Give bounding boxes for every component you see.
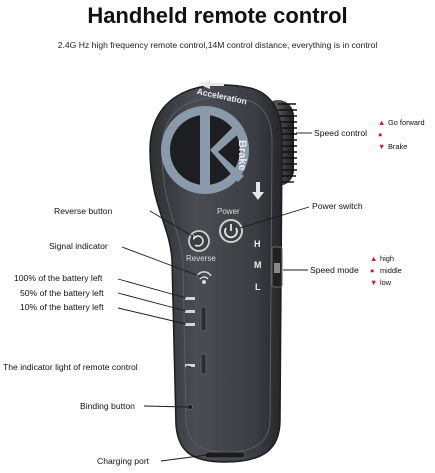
battery-light-50	[185, 310, 195, 313]
battery-light-10	[185, 323, 195, 326]
callout-charging-port: Charging port	[97, 456, 150, 466]
dot-icon: ●	[370, 266, 375, 275]
callout-speed-mode: Speed mode	[310, 265, 359, 275]
callout-lines	[117, 132, 312, 462]
up-arrow-icon: ▲	[370, 254, 378, 263]
speed-mode-legend: ▲high ● middle ▼low	[370, 253, 402, 289]
brake-label: Brake	[236, 140, 248, 171]
callout-battery-50: 50% of the battery left	[20, 288, 104, 298]
brand-logo	[161, 106, 249, 194]
charging-port	[204, 451, 246, 459]
callout-speed-control: Speed control	[314, 128, 368, 138]
mode-h-label: H	[254, 239, 261, 249]
down-arrow-icon: ▼	[370, 278, 378, 287]
callout-binding-button: Binding button	[80, 401, 135, 411]
legend-middle: middle	[380, 266, 402, 275]
battery-light-100	[185, 297, 195, 300]
signal-indicator-icon	[196, 271, 212, 285]
callout-battery-100: 100% of the battery left	[14, 273, 103, 283]
battery-light-slot	[200, 306, 207, 332]
legend-low: low	[380, 278, 392, 287]
legend-high: high	[380, 254, 394, 263]
up-arrow-icon: ▲	[378, 118, 386, 127]
callout-indicator-light: The indicator light of remote control	[3, 362, 138, 372]
page-title: Handheld remote control	[87, 3, 348, 28]
status-indicator-light	[185, 364, 195, 367]
mode-m-label: M	[254, 260, 262, 270]
legend-brake: Brake	[388, 142, 408, 151]
mode-l-label: L	[255, 282, 261, 292]
power-label: Power	[217, 207, 240, 216]
callout-reverse-button: Reverse button	[54, 206, 113, 216]
callout-signal-indicator: Signal indicator	[49, 241, 108, 251]
reverse-label: Reverse	[186, 254, 216, 263]
callout-power-switch: Power switch	[312, 201, 363, 211]
reverse-button[interactable]	[188, 230, 210, 252]
down-arrow-icon: ▼	[378, 142, 386, 151]
brake-arrow-icon	[252, 182, 264, 200]
power-button[interactable]	[219, 219, 243, 243]
dot-icon: ●	[378, 130, 383, 139]
speed-control-legend: ▲Go forward ● ▼Brake	[378, 117, 425, 153]
callout-battery-10: 10% of the battery left	[20, 302, 104, 312]
binding-button[interactable]	[187, 404, 193, 410]
acceleration-arrow-icon	[198, 80, 224, 89]
page-subtitle: 2.4G Hz high frequency remote control,14…	[57, 40, 378, 50]
legend-go-forward: Go forward	[388, 118, 425, 127]
speed-mode-switch[interactable]	[271, 246, 283, 288]
